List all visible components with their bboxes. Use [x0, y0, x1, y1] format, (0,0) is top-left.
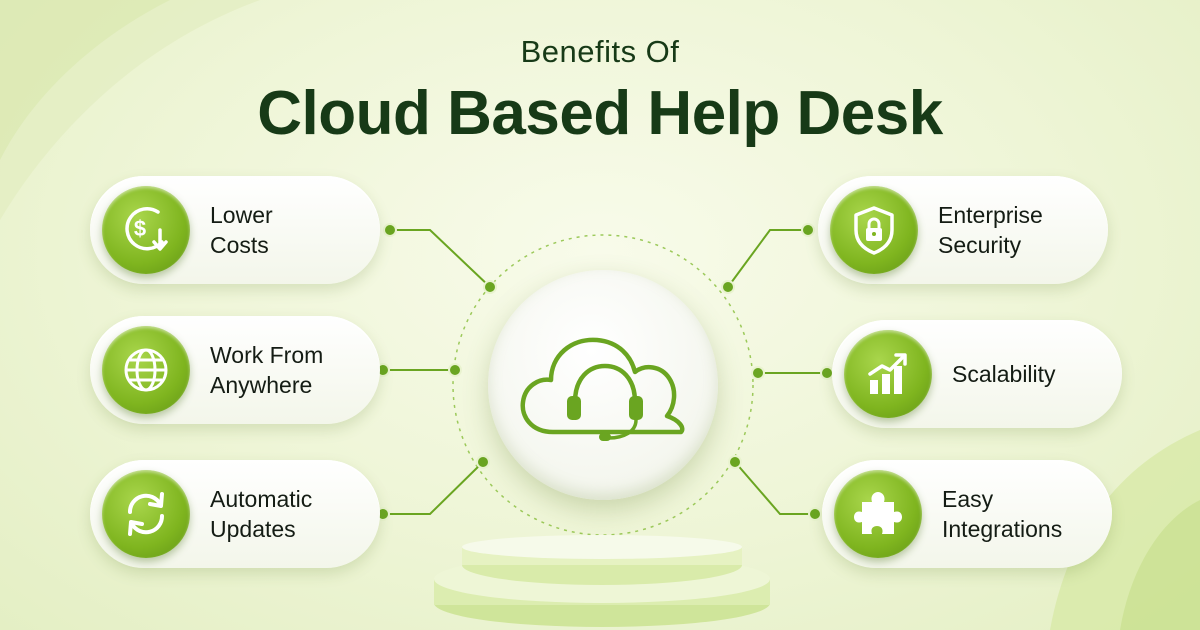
benefit-label-line1: Lower — [210, 202, 273, 228]
benefit-label-line1: Easy — [942, 486, 994, 512]
benefit-icon-badge — [834, 470, 922, 558]
benefit-icon-badge — [844, 330, 932, 418]
benefit-label-line2: Security — [938, 232, 1022, 258]
benefit-label-line1: Work From — [210, 342, 324, 368]
shield-lock-icon — [854, 206, 894, 255]
cloud-headset-icon — [520, 337, 685, 441]
globe-icon — [124, 348, 168, 392]
growth-chart-icon — [868, 353, 907, 394]
benefit-card-scalability: Scalability — [832, 320, 1122, 428]
benefit-label-line2: Integrations — [942, 516, 1063, 542]
dollar-down-icon: $ — [125, 206, 168, 251]
title-main: Cloud Based Help Desk — [257, 79, 943, 148]
benefit-icon-badge: $ — [102, 186, 190, 274]
puzzle-icon — [854, 492, 902, 534]
benefit-label: Scalability — [952, 320, 1117, 428]
benefit-icon-badge — [102, 326, 190, 414]
benefit-label-line2: Anywhere — [210, 372, 313, 398]
benefit-icon-badge — [830, 186, 918, 274]
title-top: Benefits Of — [520, 34, 680, 69]
svg-text:$: $ — [134, 216, 146, 241]
benefit-icon-badge — [102, 470, 190, 558]
benefit-label-line2: Costs — [210, 232, 269, 258]
benefit-label-line1: Enterprise — [938, 202, 1043, 228]
benefit-label-line2: Updates — [210, 516, 296, 542]
benefit-label-line1: Scalability — [952, 361, 1056, 387]
podium — [434, 535, 770, 627]
hub-circle — [488, 270, 718, 500]
benefit-label-line1: Automatic — [210, 486, 313, 512]
refresh-icon — [127, 492, 165, 536]
